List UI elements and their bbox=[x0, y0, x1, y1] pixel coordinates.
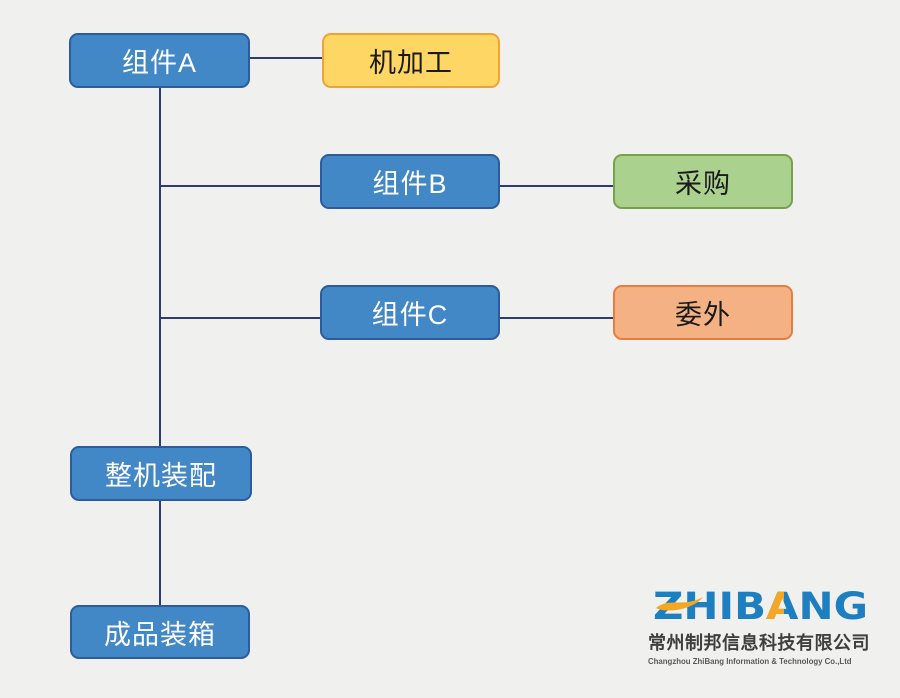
connector-trunk-component-b bbox=[159, 185, 321, 187]
node-component-a: 组件A bbox=[69, 33, 250, 88]
node-component-c: 组件C bbox=[320, 285, 500, 340]
company-logo-block: ZHIBANG ZHIBANG 常州制邦信息科技有限公司 Changzhou Z… bbox=[648, 586, 883, 666]
connector-component-b-purchase bbox=[499, 185, 614, 187]
zhibang-logo: ZHIBANG ZHIBANG bbox=[653, 586, 868, 628]
node-outsourcing: 委外 bbox=[613, 285, 793, 340]
node-machining: 机加工 bbox=[322, 33, 500, 88]
connector-component-c-outsourcing bbox=[499, 317, 614, 319]
connector-trunk-component-c bbox=[159, 317, 321, 319]
node-packing: 成品装箱 bbox=[70, 605, 250, 659]
company-name-cn: 常州制邦信息科技有限公司 bbox=[648, 633, 870, 653]
node-component-b: 组件B bbox=[320, 154, 500, 209]
logo-swoosh-icon bbox=[656, 597, 703, 611]
logo-wordmark-accent: ZHIBANG bbox=[653, 586, 868, 628]
logo-wordmark: ZHIBANG bbox=[653, 586, 868, 628]
node-assembly: 整机装配 bbox=[70, 446, 252, 501]
connector-component-a-machining bbox=[249, 57, 323, 59]
company-name-en: Changzhou ZhiBang Information & Technolo… bbox=[648, 656, 852, 666]
connector-trunk-vertical bbox=[159, 87, 161, 606]
node-purchase: 采购 bbox=[613, 154, 793, 209]
